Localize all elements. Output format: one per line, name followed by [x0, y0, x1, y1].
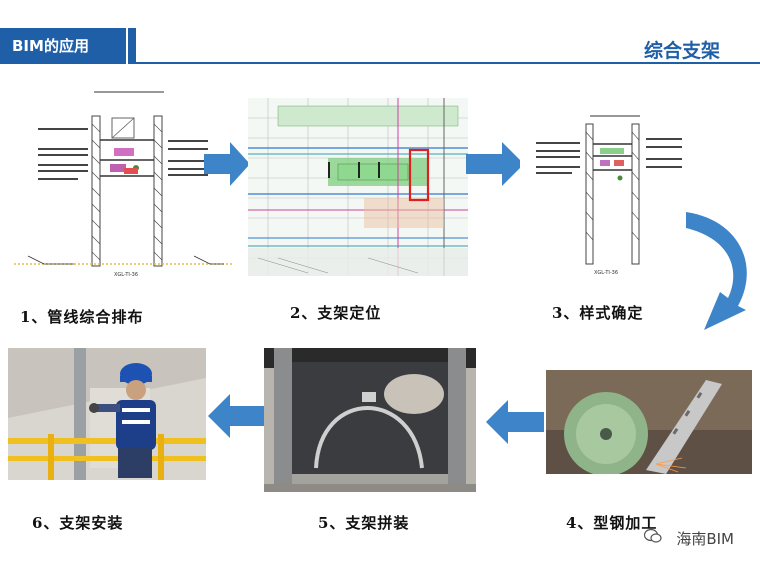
support-positioning-drawing [248, 98, 468, 276]
watermark-text: 海南BIM [676, 530, 734, 548]
step-label-1: 1、管线综合排布 [20, 308, 144, 326]
arrow-right-icon [204, 142, 250, 186]
step-label-5: 5、支架拼装 [318, 514, 410, 532]
page-title: 综合支架 [643, 40, 720, 62]
step-label-2: 2、支架定位 [290, 304, 382, 322]
floor-plan-drawing [248, 98, 468, 276]
section-drawing-3: XGL-TI-36 [520, 92, 690, 280]
drawing-1-caption: XGL-TI-36 [114, 272, 138, 278]
steel-processing-photo [546, 370, 752, 474]
tab-accent-bar [128, 28, 136, 64]
drawing-3-caption: XGL-TI-36 [594, 270, 618, 276]
style-determination-drawing: XGL-TI-36 [520, 92, 690, 280]
assembly-photo [264, 348, 476, 492]
curved-arrow-down-icon [686, 212, 747, 330]
arrow-right-icon [466, 142, 524, 186]
step-label-4: 4、型钢加工 [566, 514, 658, 532]
wechat-logo-icon [643, 528, 662, 544]
header-rule [136, 62, 760, 64]
arrow-left-icon [486, 400, 544, 444]
steel-cutting-photo [546, 370, 752, 474]
pipeline-layout-drawing: XGL-TI-36 [14, 88, 234, 278]
section-drawing-1: XGL-TI-36 [14, 88, 234, 278]
step-label-6: 6、支架安装 [32, 514, 124, 532]
installation-photo [8, 348, 206, 480]
arrow-left-icon [208, 394, 264, 438]
step-label-3: 3、样式确定 [552, 304, 644, 322]
section-tab: BIM的应用 [0, 28, 126, 64]
support-assembly-photo [264, 348, 476, 492]
support-installation-photo [8, 348, 206, 480]
